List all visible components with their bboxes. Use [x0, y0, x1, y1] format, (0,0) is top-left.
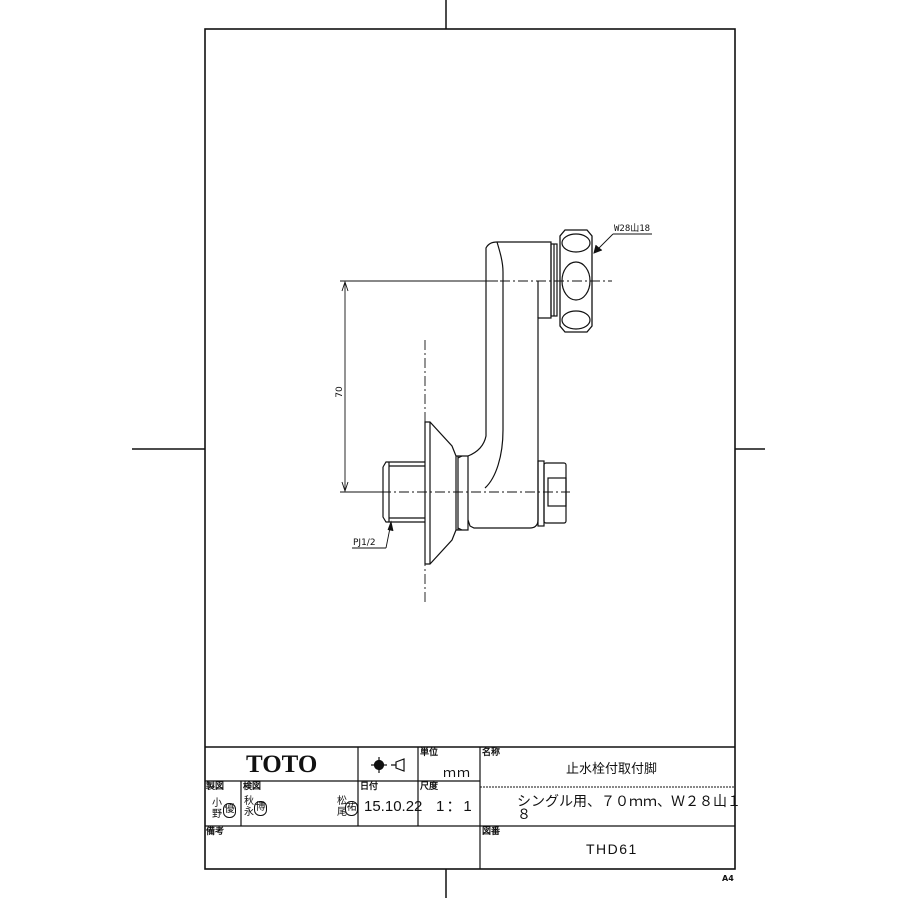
drawing-number: THD61 [586, 841, 638, 857]
drawn-by-name: 小 野 [212, 798, 222, 820]
name-label: 名称 [482, 748, 501, 758]
checker2-seal: 祐 [345, 801, 358, 816]
drawn-by-seal: 優 [223, 803, 236, 818]
part-name: 止水栓付取付脚 [566, 761, 658, 776]
unit-value: ｍｍ [443, 765, 472, 780]
dimension-70-label: 70 [335, 386, 345, 398]
unit-label: 単位 [420, 748, 439, 758]
checker2-name: 松 尾 [337, 796, 347, 818]
checked-by-label: 検図 [243, 782, 262, 792]
toto-logo: TOTO [246, 751, 318, 778]
scale-label: 尺度 [420, 782, 439, 792]
remarks-label: 備考 [206, 827, 225, 837]
date-value: 15.10.22 [364, 798, 423, 815]
drawn-by-label: 製図 [206, 782, 225, 792]
drawing-frame [204, 28, 736, 870]
third-angle-projection-icon [371, 757, 405, 773]
nut-thread-callout: W28山18 [614, 223, 650, 234]
scale-value: 1：1 [436, 798, 474, 815]
checker1-name: 秋 永 [244, 796, 254, 818]
date-label: 日付 [360, 782, 379, 792]
description-line2: ８ [517, 806, 531, 822]
description-line1: シングル用、７０ｍｍ、Ｗ２８山１ [517, 793, 741, 809]
pipe-thread-callout: PJ1/2 [353, 538, 376, 548]
checker1-seal: 博 [254, 801, 267, 816]
sheet-size-label: A4 [722, 874, 734, 883]
drawing-number-label: 図番 [482, 827, 501, 837]
